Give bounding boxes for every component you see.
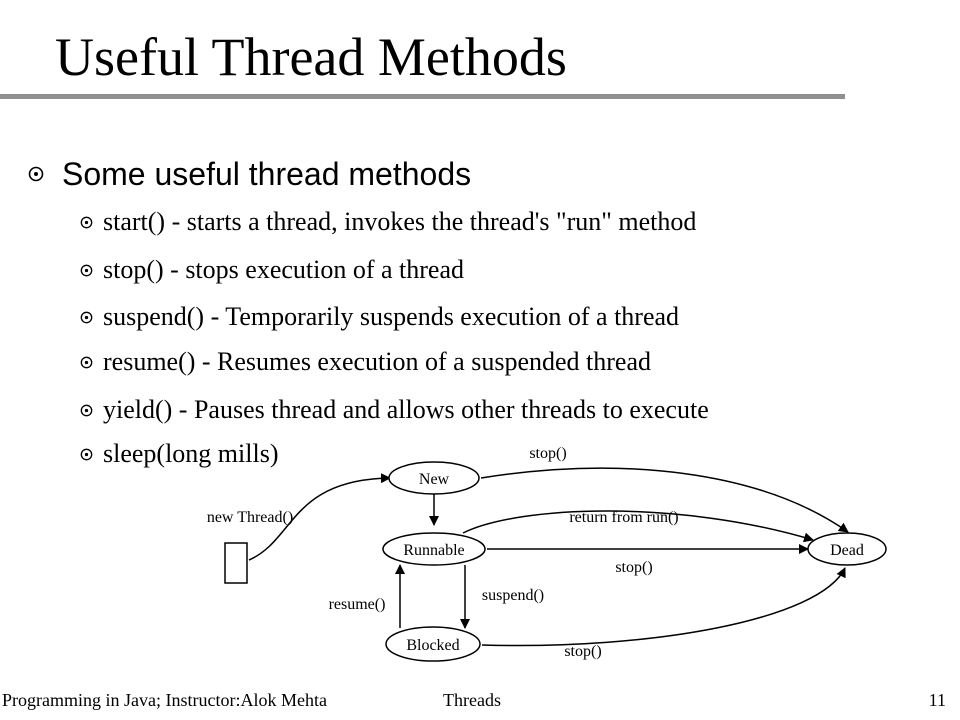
main-bullet-text: Some useful thread methods	[62, 156, 472, 192]
state-dead	[807, 532, 887, 566]
bullet-icon	[80, 404, 93, 416]
sub-bullet-text: sleep(long mills)	[103, 439, 279, 468]
edge-label-suspend: suspend()	[482, 587, 544, 604]
sub-bullet-stop: stop() - stops execution of a thread	[80, 253, 464, 287]
edge-label-resume: resume()	[329, 596, 386, 613]
sub-bullet-text: resume() - Resumes execution of a suspen…	[103, 347, 651, 376]
state-new	[388, 461, 480, 495]
edge-label-stop-middle: stop()	[615, 559, 652, 576]
bullet-icon	[28, 166, 44, 181]
edge-label-new-thread: new Thread()	[207, 509, 293, 526]
edge-label-stop-top: stop()	[529, 445, 566, 462]
sub-bullet-text: start() - starts a thread, invokes the t…	[103, 207, 697, 236]
blocked-to-dead-edge	[481, 567, 846, 647]
sub-bullet-yield: yield() - Pauses thread and allows other…	[80, 393, 709, 427]
thread-object-box	[224, 542, 248, 584]
sub-bullet-text: stop() - stops execution of a thread	[103, 255, 465, 284]
sub-bullet-suspend: suspend() - Temporarily suspends executi…	[80, 300, 679, 334]
state-runnable	[382, 532, 486, 566]
sub-bullet-resume: resume() - Resumes execution of a suspen…	[80, 345, 651, 379]
main-bullet: Some useful thread methods	[28, 154, 471, 194]
state-blocked-label: Blocked	[406, 637, 459, 654]
slide-title: Useful Thread Methods	[55, 27, 567, 87]
edge-label-return-from-run: return from run()	[569, 509, 678, 526]
bullet-icon	[80, 356, 93, 368]
footer-topic: Threads	[443, 690, 501, 710]
new-to-dead-edge	[480, 467, 849, 533]
bullet-icon	[80, 448, 93, 460]
title-underline	[0, 94, 845, 99]
sub-bullet-sleep: sleep(long mills)	[80, 437, 278, 471]
edge-label-stop-bottom: stop()	[564, 643, 601, 660]
footer-course: Programming in Java; Instructor:Alok Meh…	[2, 690, 327, 710]
bullet-icon	[80, 216, 93, 228]
sub-bullet-start: start() - starts a thread, invokes the t…	[80, 205, 696, 239]
runnable-return-edge	[462, 510, 814, 543]
bullet-icon	[80, 311, 93, 323]
state-blocked	[385, 626, 481, 662]
sub-bullet-text: suspend() - Temporarily suspends executi…	[103, 302, 680, 331]
bullet-icon	[80, 264, 93, 276]
new-thread-edge	[248, 473, 391, 561]
state-new-label: New	[419, 471, 450, 488]
sub-bullet-text: yield() - Pauses thread and allows other…	[103, 395, 709, 424]
state-runnable-label: Runnable	[403, 542, 464, 559]
footer-page-number: 11	[928, 690, 946, 710]
state-dead-label: Dead	[830, 542, 864, 559]
